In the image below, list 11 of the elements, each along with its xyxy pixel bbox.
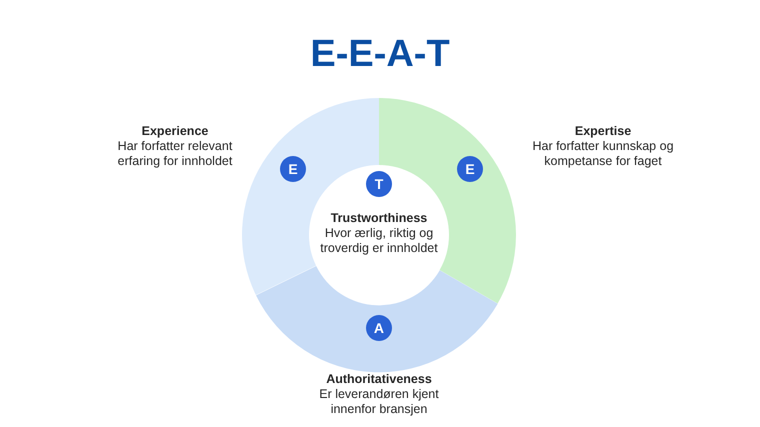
heading-text: Experience — [142, 124, 208, 139]
letter-badge: T — [366, 171, 392, 197]
description-text: Har forfatter kunnskap og kompetanse for faget — [531, 139, 675, 169]
title: E-E-A-T — [310, 32, 450, 76]
description-text: Har forfatter relevant erfaring for innholdet — [116, 139, 234, 169]
heading-text: Authoritativeness — [326, 372, 432, 387]
donut-segment — [256, 266, 498, 372]
description-text: Er leverandøren kjent innenfor bransjen — [318, 387, 440, 417]
heading-text: Trustworthiness — [330, 211, 428, 226]
heading-text: Expertise — [574, 124, 632, 139]
description-text: Hvor ærlig, riktig og troverdig er innholdet — [319, 226, 439, 256]
